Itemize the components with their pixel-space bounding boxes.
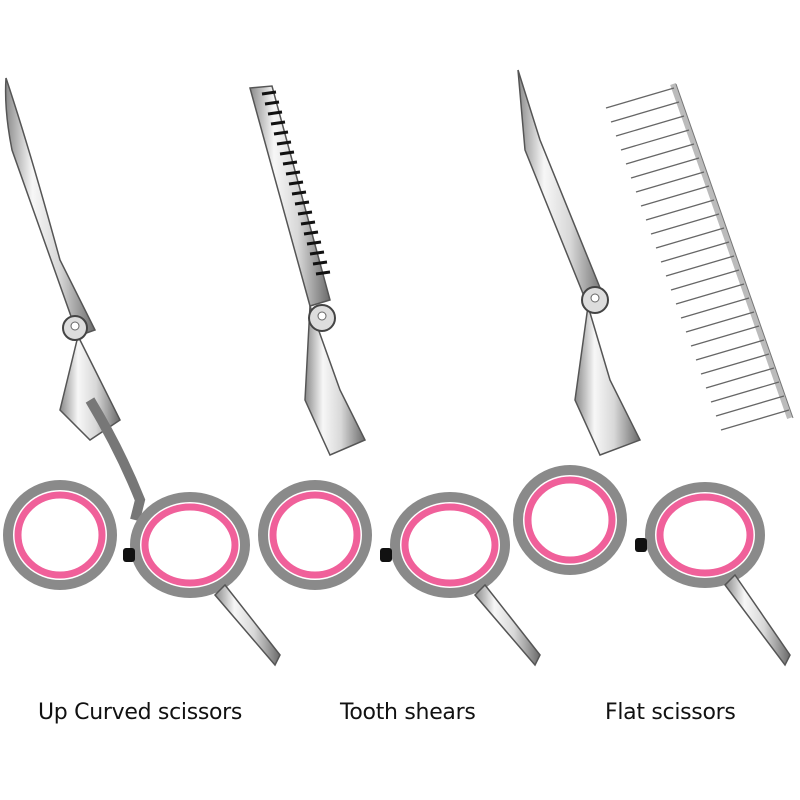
tooth-shears-icon <box>249 85 541 667</box>
label-tooth-shears: Tooth shears <box>340 700 476 725</box>
flat-scissors-icon <box>513 69 791 667</box>
label-up-curved-scissors: Up Curved scissors <box>38 700 243 725</box>
up-curved-scissors-icon <box>3 77 281 667</box>
comb-icon <box>605 83 794 431</box>
label-flat-scissors: Flat scissors <box>605 700 736 725</box>
